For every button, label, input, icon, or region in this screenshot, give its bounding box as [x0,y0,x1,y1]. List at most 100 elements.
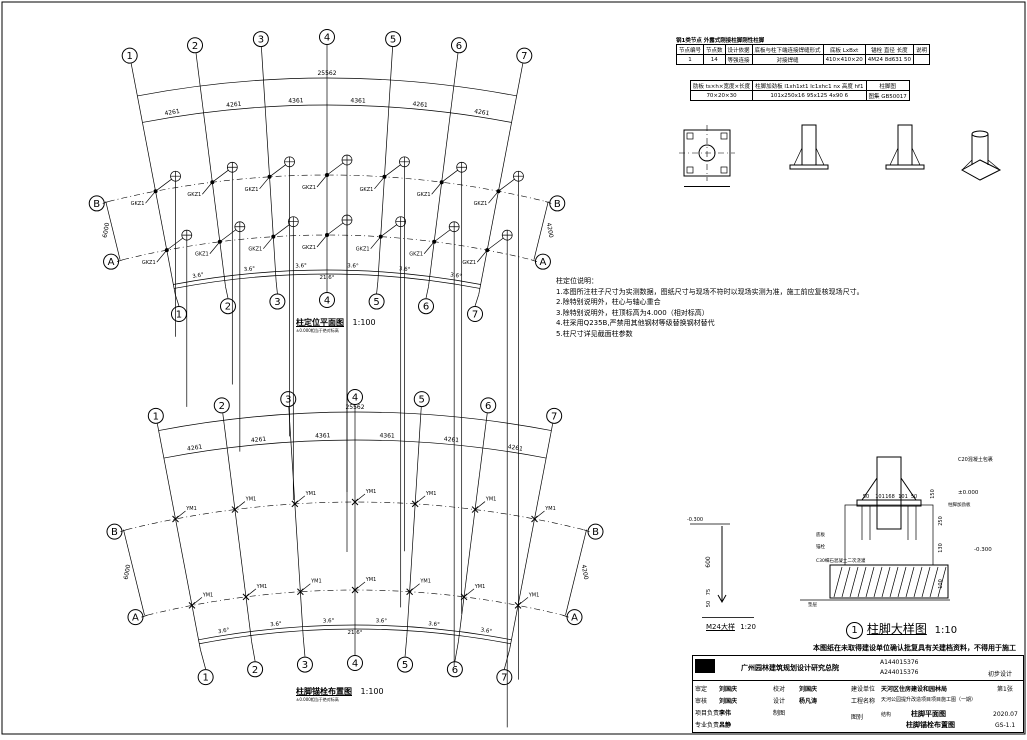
detail-dim: 101 [875,494,885,500]
axis-bubble [213,397,230,414]
axis-line-lower [251,641,256,662]
radial-dim-right [533,201,549,260]
discipline: 结构 [881,712,892,718]
node-table-2: 肋板 ts×h×宽度×长度 柱脚加劲板 l1xh1xt1 lc1xhc1 nx … [689,80,910,101]
radial-dim-right [565,529,587,616]
leader-2 [166,237,183,251]
detail-dim: 50 [863,494,869,500]
axis-bubble [247,661,264,678]
detail-dim-v: 150 [930,489,936,499]
bolt-tag: YM1 [256,584,268,590]
axis-label: 2 [192,41,198,52]
hatch [937,566,947,598]
detail-dim: 168 [885,494,895,500]
role-1: 审定 [695,686,708,693]
radial-dim-right-text: 4200 [545,222,555,238]
column-tag: GKZ1 [360,187,374,193]
node-th: 设计依据 [724,44,753,55]
leader [476,249,488,263]
detail-label: 锚栓 [816,543,825,550]
radial-dim-left [123,529,145,616]
column-tag: GKZ1 [142,260,156,266]
axis-bubble [121,47,138,64]
column-tag: GKZ1 [187,192,201,198]
angle-total: 21.6° [348,630,363,636]
axis-bubble [103,253,120,270]
dim-span: 4261 [251,436,267,444]
notes-item-1: 1.本图所注柱子尺寸为实测数据，图纸尺寸与现场不符时以现场实测为准，施工前应复核… [556,287,864,296]
axis-bubble [368,293,385,310]
axis-bubble [347,389,363,405]
detail-label: 底板 [816,531,825,538]
detail-label: C30细石混凝土二次浇灌 [816,557,866,564]
axis-bubble [587,523,604,540]
axis-bubble [397,656,414,673]
axis-label: 3 [285,395,291,406]
hatch [889,566,899,598]
date: 2020.07 [993,711,1018,718]
axis-bubble [252,31,269,48]
axis-bubble [546,407,563,424]
hatch [905,566,915,598]
detail-label: 垫层 [808,601,817,608]
drawing-title-1: 柱脚平面图 [911,710,946,718]
axis-line-lower [225,286,229,299]
bolt-tag: YM1 [305,491,317,497]
plan-top-scale: 1:100 [352,318,376,327]
angle-span: 3.6° [399,266,411,273]
dim-span: 4261 [164,108,180,117]
plan-bot-title: 柱脚锚栓布置图 [296,687,352,696]
bolt-tag: YM1 [528,592,540,598]
axis-bubble [480,397,497,414]
hatch [841,566,851,598]
axis-line [428,53,459,287]
stiffener-iso [961,159,1001,171]
leader [209,241,221,254]
axis-bubble [106,523,123,540]
detail-dim: 50 [911,494,917,500]
leader [534,510,545,520]
section-cross [234,221,245,452]
bolt-tag: YM1 [544,506,556,512]
dim-span: 4261 [443,436,459,444]
column-tag: GKZ1 [417,192,431,198]
axis-bubble [319,29,335,45]
bolt-end [717,594,727,604]
axis-line-lower [425,286,429,299]
angle-total: 21.6° [320,275,335,281]
node-td: 410×410×20 [822,54,866,65]
axis-label: 7 [521,51,527,62]
leader [423,241,435,254]
dim-span: 4261 [474,108,490,117]
axis-label: 5 [373,297,379,308]
role-2: 审核 [695,698,708,705]
axis-label: A [571,613,578,624]
axis-bubble [147,407,164,424]
bolt-scale: 1:20 [740,623,756,631]
hatch [833,566,843,598]
leader [145,190,156,204]
detail-title: 柱脚大样图 [866,622,927,636]
detail-title-block: 1 柱脚大样图 1:10 [846,620,957,639]
node-th: 柱脚图 [865,80,910,91]
axis-bubble [446,661,463,678]
level-bottom: -0.300 [974,547,992,553]
axis-bubble [219,298,236,315]
person-2: 刘国庆 [719,698,738,705]
leader-2 [380,224,397,237]
radial-dim-right-text: 4200 [580,564,590,580]
axis-label: B [111,527,118,538]
column-section-big [876,456,902,530]
axis-label: 5 [402,660,408,671]
hatch [857,566,867,598]
angle-span: 3.6° [450,272,463,280]
column-tag: GKZ1 [248,247,262,253]
role-7: 制图 [773,710,786,717]
angle-span: 3.6° [243,266,255,273]
node-td: 101x250x16 95x125 4x90 6 [752,90,867,101]
axis-label: A [132,613,139,624]
drawing-no: GS-1.1 [995,722,1016,729]
